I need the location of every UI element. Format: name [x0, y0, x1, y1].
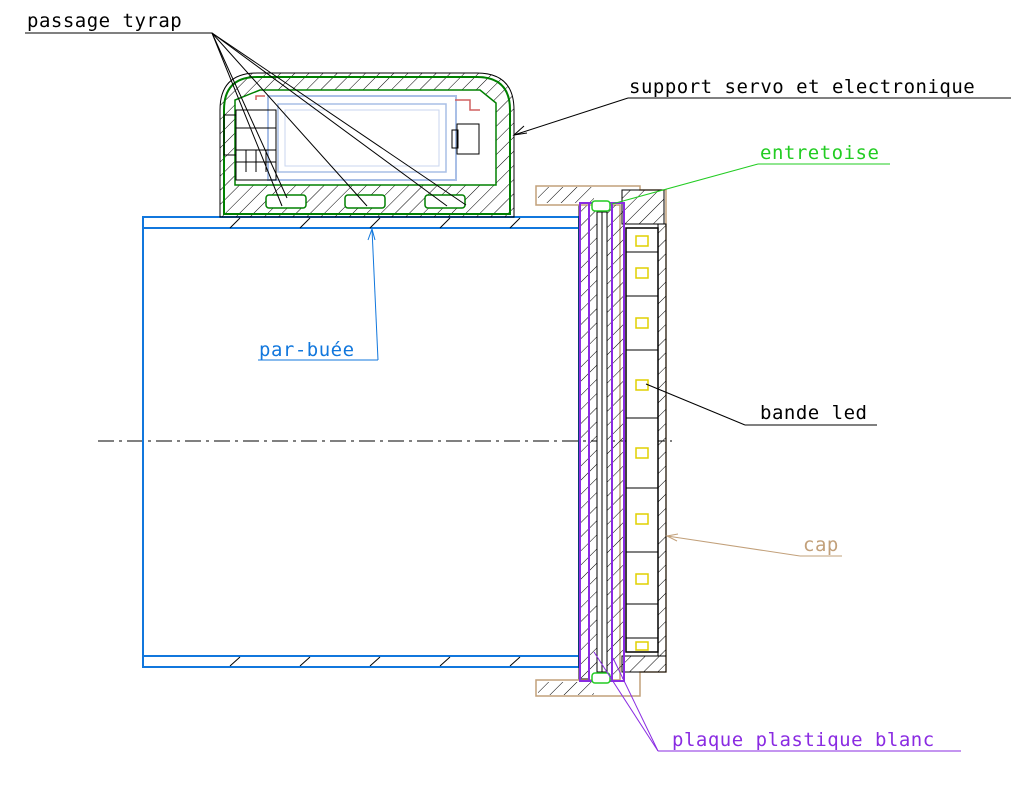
bande-led [625, 227, 659, 653]
label-plaque-plastique: plaque plastique blanc [672, 729, 935, 751]
leader-support [512, 97, 1011, 136]
cap-part [535, 185, 667, 697]
label-support-servo: support servo et electronique [629, 76, 976, 98]
entretoise-part [591, 200, 611, 684]
label-bande-led: bande led [760, 402, 868, 424]
support-servo [219, 72, 515, 218]
label-entretoise: entretoise [760, 142, 880, 164]
plaque-plastique [579, 202, 625, 682]
label-passage-tyrap: passage tyrap [27, 10, 183, 32]
label-cap: cap [803, 534, 839, 556]
label-par-buee: par-buée [259, 339, 355, 361]
par-buee-tube [142, 204, 590, 680]
